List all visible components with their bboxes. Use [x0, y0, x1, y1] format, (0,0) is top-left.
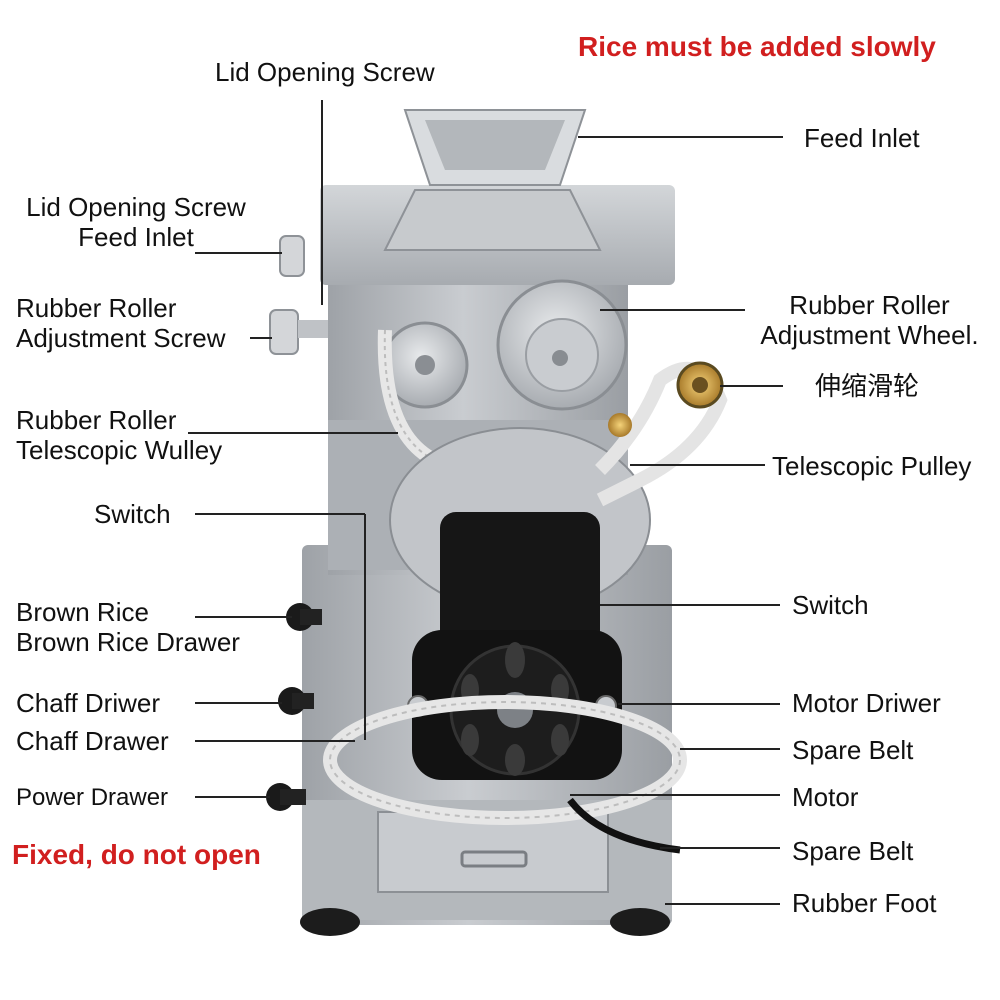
- label-line: Telescopic Wulley: [16, 435, 223, 465]
- top-warning: Rice must be added slowly: [578, 31, 936, 62]
- label-line: Rubber Roller: [16, 293, 177, 323]
- leader-lines: [188, 100, 783, 905]
- drawer-handle: [460, 850, 528, 868]
- label-line: Brown Rice: [16, 597, 149, 627]
- label-line: Rubber Roller: [789, 290, 950, 320]
- label-switch-left: Switch: [94, 499, 171, 529]
- label-brown-rice: Brown Rice Brown Rice Drawer: [16, 597, 240, 657]
- rubber-feet: [300, 908, 670, 936]
- lid-knob: [269, 235, 328, 355]
- label-chaff-driwer: Chaff Driwer: [16, 688, 161, 718]
- label-motor: Motor: [792, 782, 859, 812]
- label-switch-right: Switch: [792, 590, 869, 620]
- label-lid-screw-feed: Lid Opening Screw Feed Inlet: [16, 192, 256, 252]
- label-roller-adjust-screw: Rubber Roller Adjustment Screw: [16, 293, 226, 353]
- label-spare-belt-2: Spare Belt: [792, 836, 914, 866]
- label-line: Adjustment Wheel.: [760, 320, 979, 350]
- label-line: Brown Rice Drawer: [16, 627, 240, 657]
- spare-belt: [323, 695, 687, 825]
- label-line: Feed Inlet: [78, 222, 194, 252]
- label-power-drawer: Power Drawer: [16, 784, 169, 811]
- label-line: Adjustment Screw: [16, 323, 226, 353]
- motor-body: [407, 512, 622, 780]
- drawer-knobs: [266, 603, 322, 811]
- label-telescopic-pulley: Telescopic Pulley: [772, 451, 972, 481]
- label-roller-pulley: Rubber Roller Telescopic Wulley: [16, 405, 222, 465]
- label-lid-opening-screw: Lid Opening Screw: [215, 57, 435, 87]
- label-chinese-pulley: 伸缩滑轮: [815, 372, 920, 402]
- label-feed-inlet: Feed Inlet: [804, 123, 920, 153]
- label-motor-driwer: Motor Driwer: [792, 688, 941, 718]
- adjustment-wheel: [496, 279, 628, 411]
- feed-hopper: [383, 109, 602, 251]
- label-roller-adjust-wheel: Rubber Roller Adjustment Wheel.: [752, 290, 987, 350]
- label-line: Lid Opening Screw: [26, 192, 246, 222]
- label-chaff-drawer: Chaff Drawer: [16, 726, 169, 756]
- label-spare-belt-1: Spare Belt: [792, 735, 914, 765]
- label-rubber-foot: Rubber Foot: [792, 888, 937, 918]
- bottom-warning: Fixed, do not open: [12, 839, 261, 870]
- label-line: Rubber Roller: [16, 405, 177, 435]
